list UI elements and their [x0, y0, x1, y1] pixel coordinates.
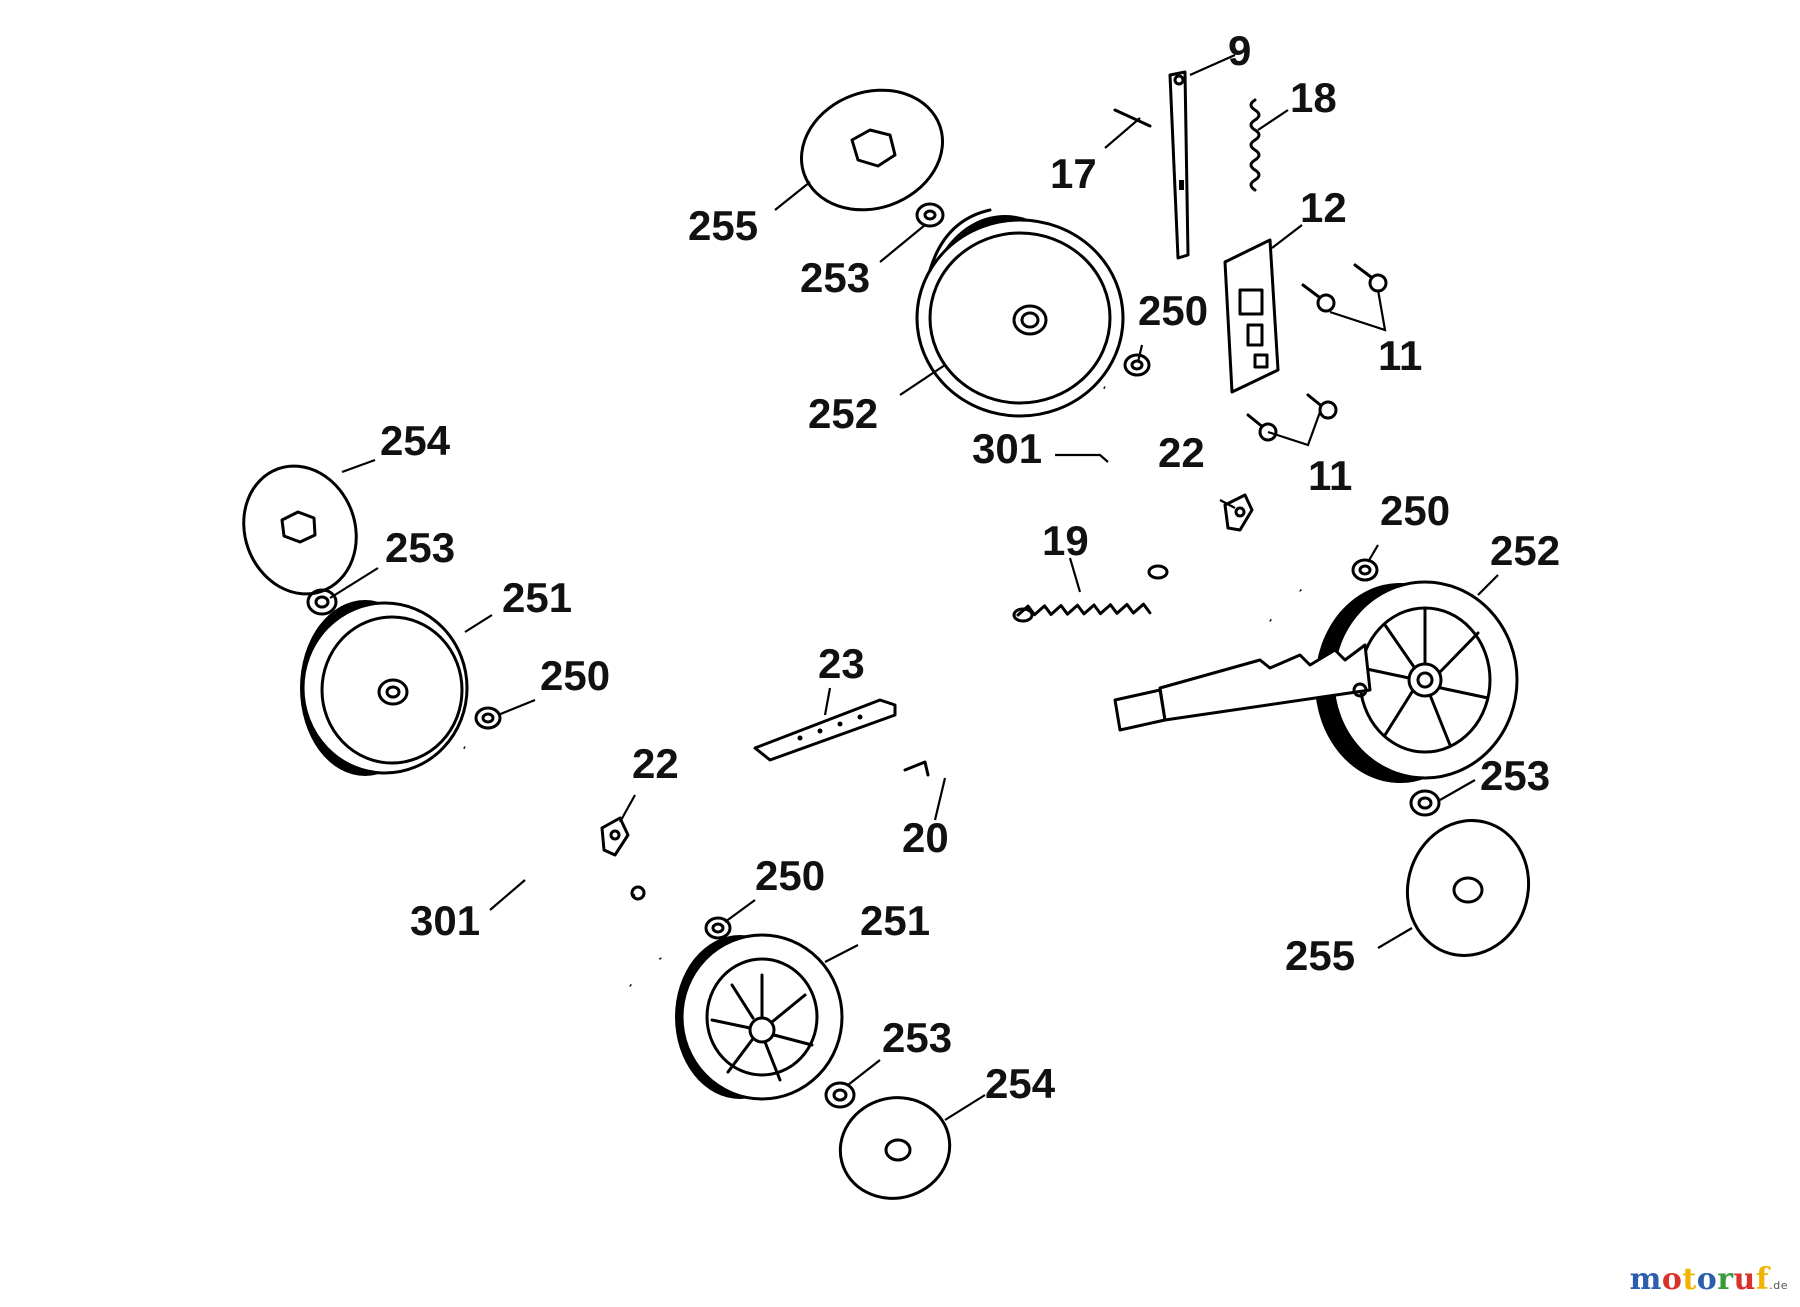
label-250-top: 250 [1138, 287, 1208, 334]
label-9: 9 [1228, 27, 1251, 74]
wheel-251-left [300, 600, 469, 776]
label-301-top: 301 [972, 425, 1042, 472]
hub-cap-254-left [242, 464, 358, 596]
label-254-left: 254 [380, 417, 451, 464]
label-251-left: 251 [502, 574, 572, 621]
label-250-right: 250 [1380, 487, 1450, 534]
label-251-bottom: 251 [860, 897, 930, 944]
label-253-bottom: 253 [882, 1014, 952, 1061]
watermark-letter: r [1717, 1262, 1734, 1297]
washer-250-bottom [704, 916, 732, 940]
part-labels: 9 18 17 12 255 253 250 11 252 301 22 11 … [380, 27, 1560, 1107]
label-252-top: 252 [808, 390, 878, 437]
label-23: 23 [818, 640, 865, 687]
label-252-right: 252 [1490, 527, 1560, 574]
label-12: 12 [1300, 184, 1347, 231]
wheel-251-bottom [675, 933, 844, 1101]
label-255-bottom: 255 [1285, 932, 1355, 979]
hub-cap-255-top [799, 88, 945, 212]
wheel-252-right [1315, 580, 1519, 783]
hub-cap-255-bottom [1405, 819, 1531, 957]
label-17: 17 [1050, 150, 1097, 197]
nut-253-top [915, 202, 945, 228]
label-253-left: 253 [385, 524, 455, 571]
wheel-252-top [915, 208, 1125, 418]
washer-250-top [1123, 353, 1151, 377]
spring-19 [1012, 564, 1169, 623]
axle-301-top [1103, 386, 1302, 622]
label-253-right: 253 [1480, 752, 1550, 799]
watermark-tld: .de [1769, 1279, 1788, 1292]
label-19: 19 [1042, 517, 1089, 564]
bracket-plate-12 [1223, 238, 1280, 394]
washer-250-right [1351, 558, 1379, 582]
label-250-left: 250 [540, 652, 610, 699]
bar-9 [1168, 70, 1190, 260]
watermark-letter: o [1696, 1262, 1718, 1297]
label-22-right: 22 [1158, 429, 1205, 476]
lever-bar-20 [630, 643, 1372, 901]
watermark-letter: t [1682, 1262, 1697, 1297]
label-250-bottom: 250 [755, 852, 825, 899]
clip-22-right [1223, 493, 1254, 532]
watermark-letter: m [1629, 1262, 1662, 1297]
spring-18 [1249, 98, 1261, 192]
watermark-letter: f [1755, 1262, 1770, 1297]
nut-253-left [306, 588, 338, 616]
label-254-bottom: 254 [985, 1060, 1056, 1107]
watermark-letter: u [1733, 1262, 1756, 1297]
label-253-top: 253 [800, 254, 870, 301]
washer-250-left [474, 706, 502, 730]
leader-lines [329, 53, 1499, 1121]
motoruf-watermark-logo: motoruf.de [1630, 1262, 1788, 1297]
screws-11-upper [1301, 263, 1388, 313]
watermark-letter: o [1661, 1262, 1683, 1297]
clip-22-left [600, 816, 630, 857]
label-18: 18 [1290, 74, 1337, 121]
screws-11-lower [1246, 393, 1338, 442]
label-22-left: 22 [632, 740, 679, 787]
label-20: 20 [902, 814, 949, 861]
label-301-bottom: 301 [410, 897, 480, 944]
nut-253-right [1409, 789, 1441, 817]
link-23 [753, 698, 897, 762]
hub-cap-254-bottom [838, 1096, 952, 1200]
axle-301-bottom [463, 746, 662, 987]
pin-17 [1113, 108, 1152, 128]
nut-253-bottom [824, 1081, 856, 1109]
label-11-a: 11 [1378, 332, 1422, 379]
label-11-b: 11 [1308, 452, 1352, 499]
label-255-top: 255 [688, 202, 758, 249]
